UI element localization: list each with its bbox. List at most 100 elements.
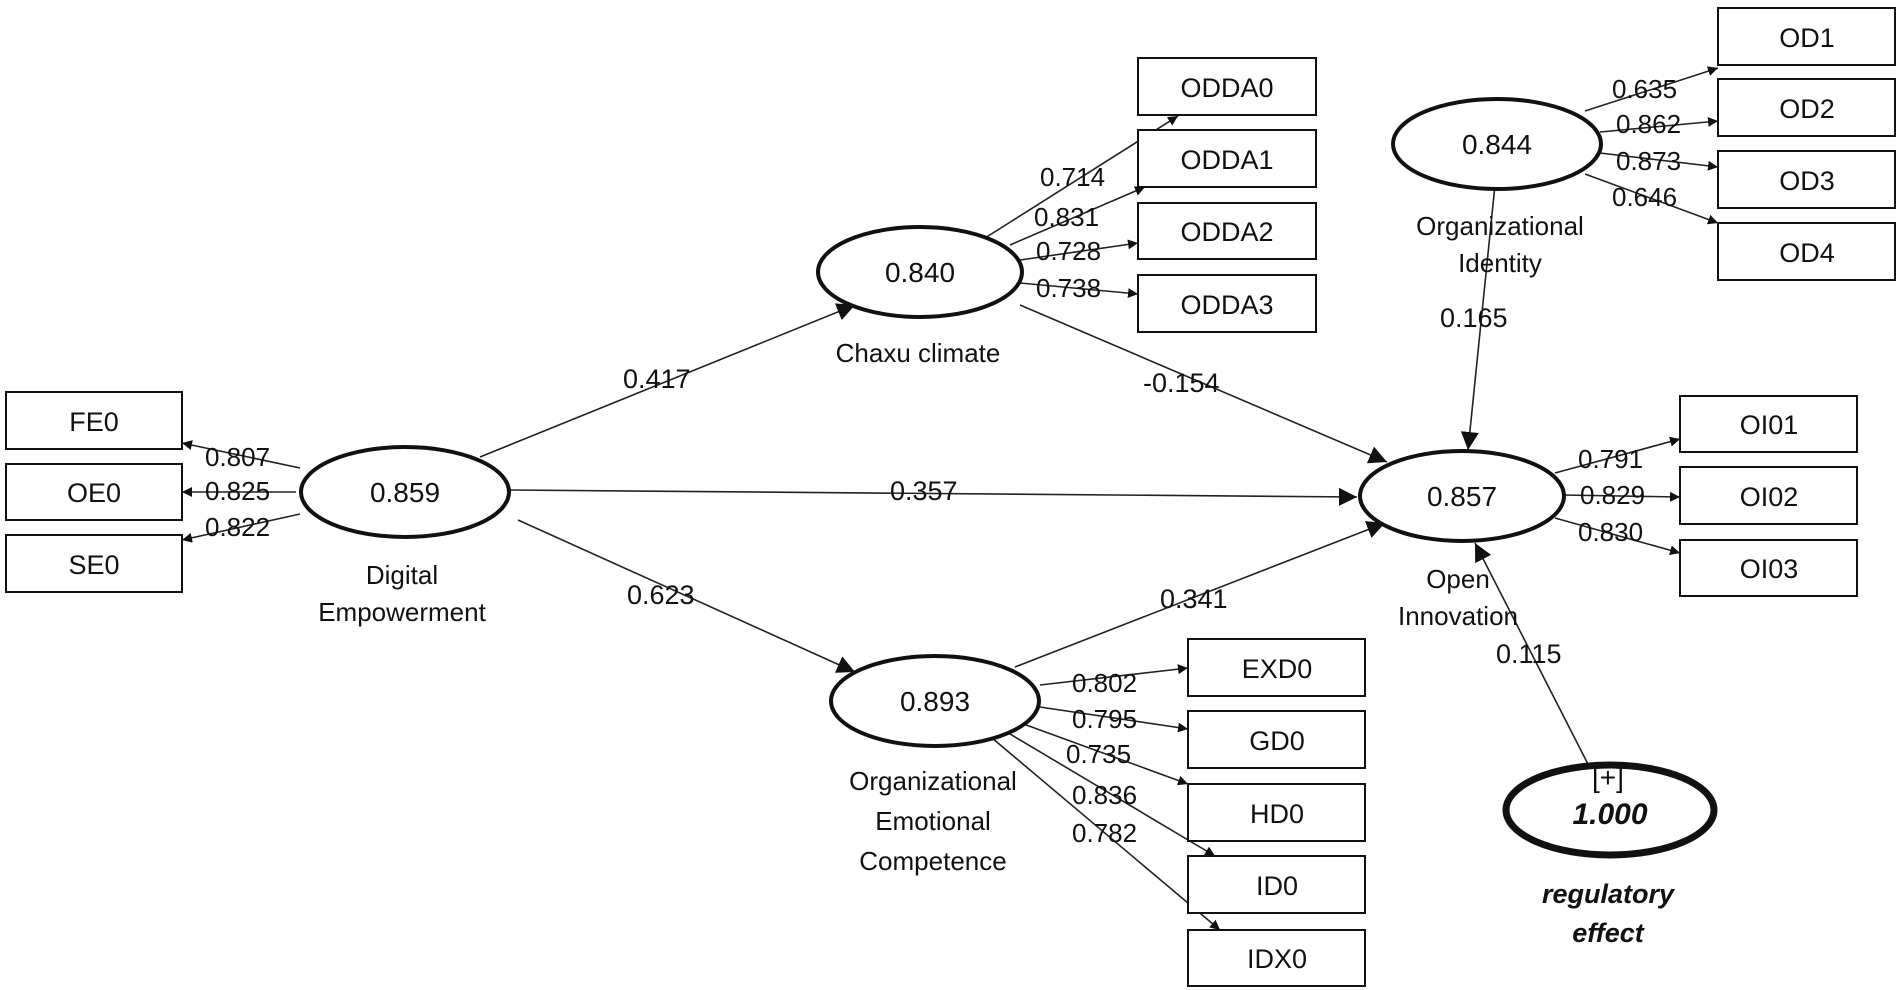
construct-emotional-competence: 0.893 Organizational Emotional Competenc…	[829, 654, 1041, 876]
path-label-oec-oi: 0.341	[1160, 584, 1228, 614]
svg-text:OI03: OI03	[1740, 554, 1799, 584]
path-label-moderator-oi: 0.115	[1496, 639, 1562, 669]
svg-text:ODDA1: ODDA1	[1180, 145, 1273, 175]
svg-text:GD0: GD0	[1249, 726, 1305, 756]
path-de-chaxu	[479, 303, 856, 458]
construct-value-digital-empowerment: 0.859	[370, 477, 440, 508]
construct-digital-empowerment: 0.859 Digital Empowerment	[299, 445, 511, 627]
loading-arrow-exd0	[1039, 664, 1189, 686]
svg-text:ID0: ID0	[1256, 871, 1298, 901]
svg-text:OE0: OE0	[67, 478, 121, 508]
loading-hd0: 0.735	[1066, 739, 1131, 769]
svg-text:Identity: Identity	[1458, 248, 1542, 278]
indicator-box-odda0: ODDA0	[1137, 57, 1317, 116]
indicator-box-oe0: OE0	[5, 463, 183, 521]
loading-idx0: 0.782	[1072, 818, 1137, 848]
loading-arrow-odda2	[1019, 239, 1139, 261]
svg-text:IDX0: IDX0	[1247, 944, 1307, 974]
loading-arrow-id0	[1004, 730, 1216, 857]
svg-text:FE0: FE0	[69, 407, 119, 437]
construct-label-open-innovation: Open	[1426, 564, 1490, 594]
svg-text:Competence: Competence	[859, 846, 1006, 876]
svg-text:HD0: HD0	[1250, 799, 1304, 829]
loading-odda0: 0.714	[1040, 162, 1105, 192]
svg-text:OD2: OD2	[1779, 94, 1835, 124]
svg-text:ODDA2: ODDA2	[1180, 217, 1273, 247]
loading-arrow-od2	[1599, 116, 1719, 133]
construct-moderator: [+] 1.000 regulatory effect	[1502, 761, 1718, 948]
path-identity-oi	[1460, 184, 1496, 451]
loading-arrow-oi01	[1554, 436, 1681, 474]
loading-oi03: 0.830	[1578, 517, 1643, 547]
loading-fe0: 0.807	[205, 442, 270, 472]
svg-text:SE0: SE0	[68, 550, 119, 580]
construct-value-emotional-competence: 0.893	[900, 686, 970, 717]
indicator-box-oi01: OI01	[1679, 395, 1858, 453]
construct-label-chaxu-climate: Chaxu climate	[836, 338, 1001, 368]
indicator-box-exd0: EXD0	[1187, 638, 1366, 697]
construct-label-organizational-identity: Organizational	[1416, 211, 1584, 241]
indicator-box-od2: OD2	[1717, 78, 1896, 137]
loading-arrow-odda3	[1019, 282, 1139, 299]
loading-arrow-od3	[1599, 152, 1719, 171]
path-chaxu-oi	[1019, 304, 1388, 464]
loading-arrow-gd0	[1032, 705, 1189, 733]
moderator-tag: [+]	[1592, 762, 1624, 793]
indicator-box-odda3: ODDA3	[1137, 274, 1317, 333]
indicator-box-od1: OD1	[1717, 7, 1896, 66]
construct-value-chaxu-climate: 0.840	[885, 257, 955, 288]
path-moderator-oi	[1474, 542, 1591, 769]
indicator-box-fe0: FE0	[5, 391, 183, 450]
path-oec-oi	[1014, 521, 1386, 668]
loading-exd0: 0.802	[1072, 668, 1137, 698]
path-de-oec	[517, 519, 856, 673]
loading-od1: 0.635	[1612, 74, 1677, 104]
svg-text:OI02: OI02	[1740, 482, 1799, 512]
svg-text:ODDA3: ODDA3	[1180, 290, 1273, 320]
loading-arrow-oi02	[1561, 491, 1681, 502]
indicator-box-hd0: HD0	[1187, 783, 1366, 842]
svg-text:Emotional: Emotional	[875, 806, 991, 836]
loading-oi01: 0.791	[1578, 444, 1643, 474]
path-de-oi	[509, 487, 1358, 506]
construct-label-digital-empowerment: Digital	[366, 560, 438, 590]
svg-text:OD1: OD1	[1779, 23, 1835, 53]
path-label-de-oec: 0.623	[627, 580, 695, 610]
construct-organizational-identity: 0.844 Organizational Identity	[1391, 97, 1603, 278]
indicator-box-od4: OD4	[1717, 222, 1896, 281]
loading-arrow-od4	[1584, 173, 1719, 225]
indicator-box-se0: SE0	[5, 534, 183, 593]
loading-odda1: 0.831	[1034, 202, 1099, 232]
loading-odda2: 0.728	[1036, 236, 1101, 266]
loading-arrow-od1	[1584, 66, 1719, 112]
indicator-box-odda2: ODDA2	[1137, 202, 1317, 260]
loading-arrow-hd0	[1017, 721, 1189, 786]
svg-text:OI01: OI01	[1740, 410, 1799, 440]
construct-value-moderator: 1.000	[1572, 798, 1647, 831]
construct-label-emotional-competence: Organizational	[849, 766, 1017, 796]
loading-arrow-odda1	[1009, 186, 1146, 246]
svg-text:OD3: OD3	[1779, 166, 1835, 196]
construct-value-organizational-identity: 0.844	[1462, 129, 1532, 160]
loading-arrow-fe0	[181, 440, 301, 469]
svg-text:effect: effect	[1572, 918, 1645, 948]
svg-text:Innovation: Innovation	[1398, 601, 1518, 631]
loading-arrow-se0	[181, 513, 301, 543]
loading-od3: 0.873	[1616, 146, 1681, 176]
indicator-box-gd0: GD0	[1187, 710, 1366, 769]
loading-od4: 0.646	[1612, 182, 1677, 212]
indicator-box-oi03: OI03	[1679, 539, 1858, 597]
loading-od2: 0.862	[1616, 109, 1681, 139]
path-label-identity-oi: 0.165	[1440, 303, 1508, 333]
loading-id0: 0.836	[1072, 780, 1137, 810]
loading-arrow-oi03	[1554, 517, 1681, 556]
path-label-de-oi: 0.357	[890, 476, 958, 506]
path-label-de-chaxu: 0.417	[623, 364, 691, 394]
indicator-box-odda1: ODDA1	[1137, 129, 1317, 188]
loading-se0: 0.822	[205, 512, 270, 542]
construct-value-open-innovation: 0.857	[1427, 481, 1497, 512]
svg-text:Empowerment: Empowerment	[318, 597, 486, 627]
loading-odda3: 0.738	[1036, 273, 1101, 303]
svg-text:ODDA0: ODDA0	[1180, 73, 1273, 103]
